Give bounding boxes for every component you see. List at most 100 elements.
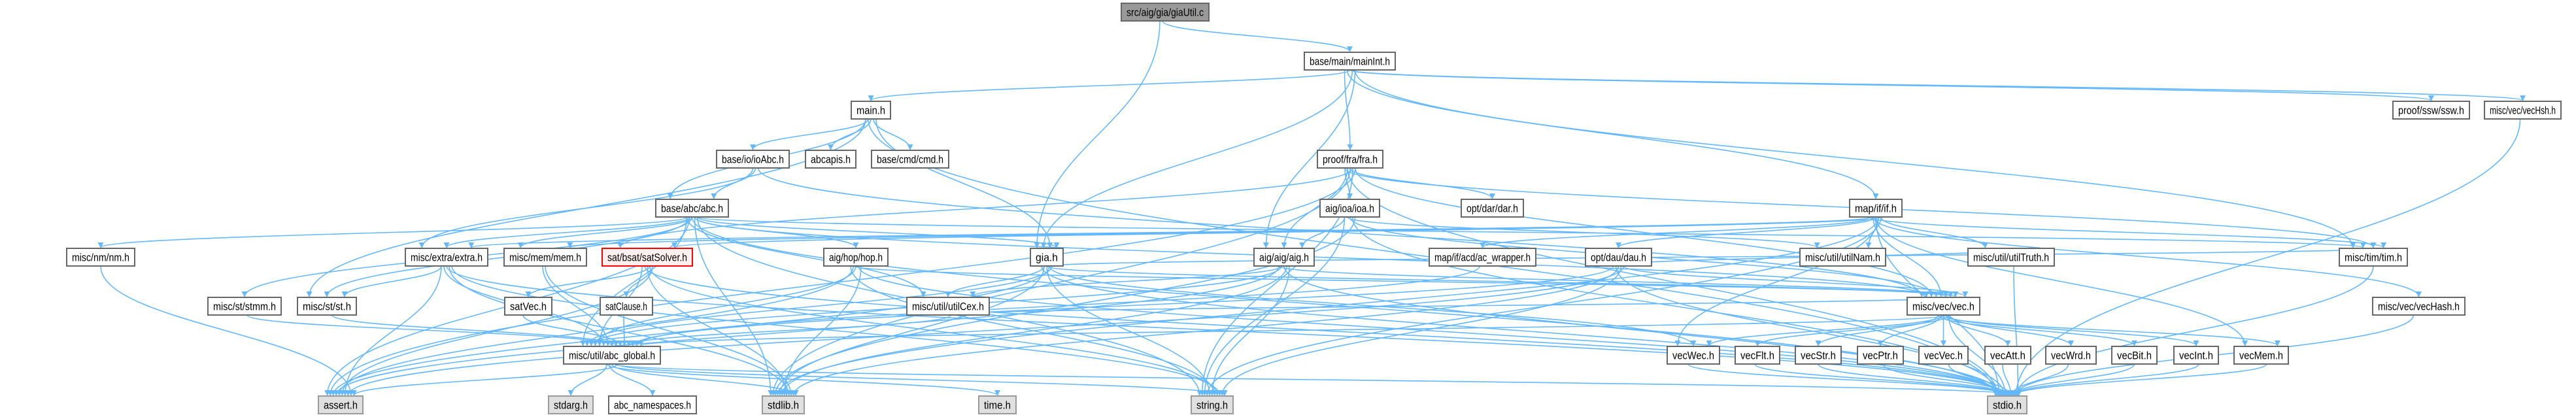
node-if[interactable]: map/if/if.h <box>1849 199 1903 218</box>
node-vecStr[interactable]: vecStr.h <box>1795 346 1842 365</box>
node-ac[interactable]: map/if/acd/ac_wrapper.h <box>1429 248 1536 267</box>
node-label: opt/dar/dar.h <box>1466 203 1518 215</box>
node-tim[interactable]: misc/tim/tim.h <box>2339 248 2408 267</box>
edge-abc-to-extra <box>443 216 690 248</box>
node-box <box>1849 199 1903 218</box>
node-utilTruth[interactable]: misc/util/utilTruth.h <box>1967 248 2055 267</box>
node-box <box>1319 199 1380 218</box>
node-box <box>2339 248 2408 267</box>
edge-stmm-to-abcGlobal <box>246 314 615 346</box>
node-abc[interactable]: base/abc/abc.h <box>655 199 729 218</box>
node-box <box>805 150 856 169</box>
edge-hop-to-stdio <box>858 265 2005 396</box>
node-vecMem[interactable]: vecMem.h <box>2233 346 2289 365</box>
node-label: vecWec.h <box>1672 350 1714 362</box>
node-giaUtil[interactable]: src/aig/gia/giaUtil.c <box>1121 3 1210 22</box>
node-box <box>1967 248 2055 267</box>
node-stdlib[interactable]: stdlib.h <box>762 395 805 414</box>
node-satClause[interactable]: satClause.h <box>600 297 653 316</box>
node-vecWec[interactable]: vecWec.h <box>1667 346 1720 365</box>
node-vecHsh[interactable]: misc/vec/vecHsh.h <box>2484 101 2562 120</box>
edge-utilTruth-to-stdio <box>2013 265 2022 396</box>
node-label: vecFlt.h <box>1740 350 1774 362</box>
node-fra[interactable]: proof/fra/fra.h <box>1317 150 1383 169</box>
node-time[interactable]: time.h <box>978 395 1017 414</box>
node-gia[interactable]: gia.h <box>1030 248 1064 267</box>
edge-ioAbc-to-vec <box>757 167 1925 297</box>
node-stdio[interactable]: stdio.h <box>1987 395 2027 414</box>
node-stmm[interactable]: misc/st/stmm.h <box>207 297 282 316</box>
node-box <box>2484 101 2562 120</box>
node-nm[interactable]: misc/nm/nm.h <box>66 248 135 267</box>
edge-aig-to-assert <box>333 265 1280 396</box>
edge-fra-to-vec <box>1355 167 1935 297</box>
node-vecPtr[interactable]: vecPtr.h <box>1857 346 1904 365</box>
node-label: misc/mem/mem.h <box>509 252 581 264</box>
edge-gia-to-tim <box>1051 247 2396 267</box>
edge-if-to-vecHash <box>1873 216 2422 297</box>
node-label: aig/ioa/ioa.h <box>1325 203 1374 215</box>
node-box <box>563 346 661 365</box>
node-vec[interactable]: misc/vec/vec.h <box>1907 297 1980 316</box>
node-utilNam[interactable]: misc/util/utilNam.h <box>1799 248 1886 267</box>
node-box <box>2173 346 2219 365</box>
edge-dau-to-abcGlobal <box>630 265 1614 346</box>
node-vecBit[interactable]: vecBit.h <box>2111 346 2158 365</box>
node-vecWrd[interactable]: vecWrd.h <box>2045 346 2097 365</box>
node-string[interactable]: string.h <box>1191 395 1234 414</box>
node-label: vecStr.h <box>1801 350 1836 362</box>
node-mainInt[interactable]: base/main/mainInt.h <box>1304 52 1396 71</box>
node-abcGlobal[interactable]: misc/util/abc_global.h <box>563 346 661 365</box>
edge-gia-to-abcGlobal <box>584 265 1053 346</box>
node-ssw[interactable]: proof/ssw/ssw.h <box>2392 101 2470 120</box>
edge-if-to-satSolver <box>671 216 1871 248</box>
node-extra[interactable]: misc/extra/extra.h <box>405 248 488 267</box>
node-abcNs[interactable]: abc_namespaces.h <box>608 395 697 414</box>
node-box <box>2233 346 2289 365</box>
edge-gia-to-string <box>1046 265 1213 396</box>
edge-utilCex-to-abcGlobal <box>626 314 951 346</box>
node-vecHash[interactable]: misc/vec/vecHash.h <box>2372 297 2466 316</box>
node-st[interactable]: misc/st/st.h <box>297 297 357 316</box>
nodes-layer: src/aig/gia/giaUtil.c base/main/mainInt.h… <box>66 3 2562 414</box>
node-cmd[interactable]: base/cmd/cmd.h <box>871 150 949 169</box>
node-assert[interactable]: assert.h <box>318 395 364 414</box>
edge-vecInt-to-stdio <box>2010 363 2199 396</box>
node-box <box>548 395 594 414</box>
node-vecAtt[interactable]: vecAtt.h <box>1984 346 2031 365</box>
node-dau[interactable]: opt/dau/dau.h <box>1585 248 1652 267</box>
node-satVec[interactable]: satVec.h <box>504 297 552 316</box>
node-box <box>851 101 891 120</box>
node-dar[interactable]: opt/dar/dar.h <box>1461 199 1524 218</box>
edge-if-to-vecMem <box>1875 216 2248 346</box>
node-hop[interactable]: aig/hop/hop.h <box>823 248 889 267</box>
edge-dau-to-assert <box>345 265 1625 396</box>
node-mem[interactable]: misc/mem/mem.h <box>503 248 587 267</box>
node-utilCex[interactable]: misc/util/utilCex.h <box>906 297 990 316</box>
edge-vec-to-vecWec <box>1706 314 1944 346</box>
node-label: string.h <box>1196 399 1228 412</box>
node-ioAbc[interactable]: base/io/ioAbc.h <box>716 150 790 169</box>
node-box <box>1987 395 2027 414</box>
edge-mainInt-to-fra <box>1344 69 1353 150</box>
edge-abcGlobal-to-string <box>617 363 1228 396</box>
node-vecFlt[interactable]: vecFlt.h <box>1735 346 1780 365</box>
node-satSolver[interactable]: sat/bsat/satSolver.h <box>602 248 693 267</box>
node-label: sat/bsat/satSolver.h <box>607 252 687 264</box>
node-aig[interactable]: aig/aig/aig.h <box>1253 248 1315 267</box>
edge-fra-to-stdlib <box>770 167 1351 396</box>
node-stdarg[interactable]: stdarg.h <box>548 395 594 414</box>
node-main[interactable]: main.h <box>851 101 891 120</box>
edge-mem-to-stdlib <box>545 265 794 396</box>
edge-vec-to-vecAtt <box>1945 314 2011 346</box>
node-abcapis[interactable]: abcapis.h <box>805 150 856 169</box>
edge-mainInt-to-ssw <box>1349 69 2434 101</box>
node-box <box>762 395 805 414</box>
node-ioa[interactable]: aig/ioa/ioa.h <box>1319 199 1380 218</box>
node-label: misc/tim/tim.h <box>2345 252 2402 264</box>
edge-fra-to-assert <box>327 167 1356 396</box>
node-vecInt[interactable]: vecInt.h <box>2173 346 2219 365</box>
node-label: misc/st/stmm.h <box>213 301 276 313</box>
edge-ac-to-abcGlobal <box>634 265 1481 346</box>
node-vecVec[interactable]: vecVec.h <box>1918 346 1969 365</box>
